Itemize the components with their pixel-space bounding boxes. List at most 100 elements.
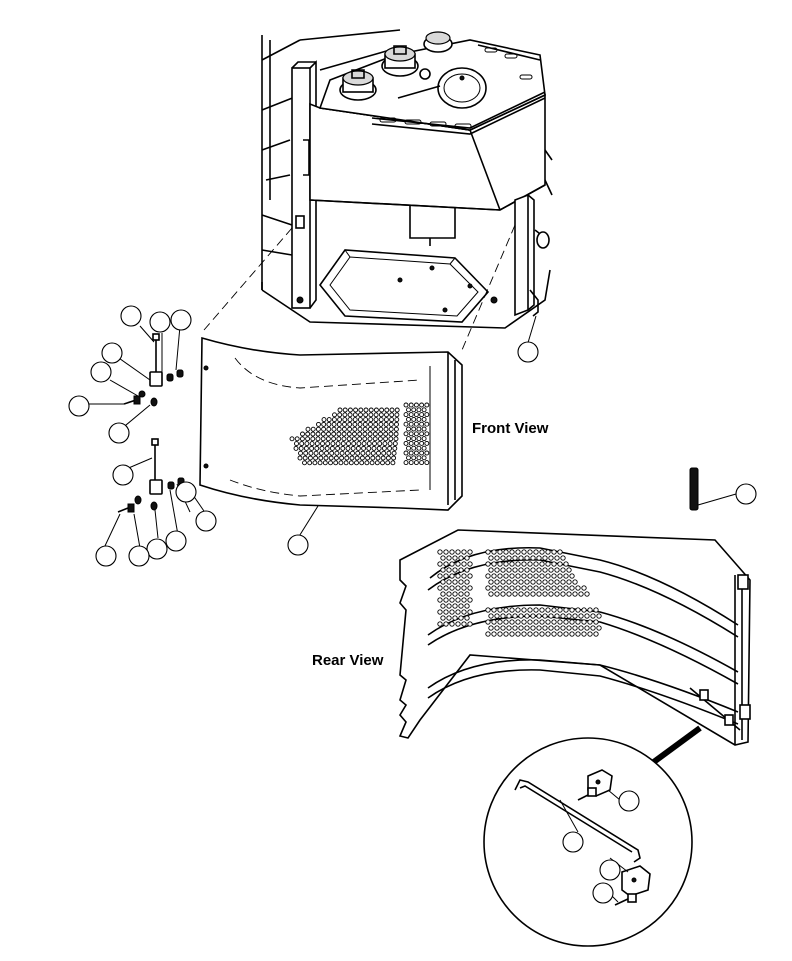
- perforation-hole: [320, 436, 326, 442]
- perforation-hole: [509, 585, 515, 591]
- perforation-hole: [339, 455, 345, 461]
- perforation-hole: [424, 402, 430, 408]
- perforation-hole: [506, 579, 512, 585]
- perforation-hole: [289, 436, 295, 442]
- perforation-hole: [530, 625, 536, 631]
- perforation-hole: [464, 579, 470, 585]
- perforation-hole: [363, 407, 369, 413]
- perforation-hole: [416, 416, 422, 422]
- perforation-hole: [330, 441, 336, 447]
- perforation-hole: [503, 607, 509, 613]
- perforation-hole: [542, 555, 548, 561]
- perforation-hole: [506, 613, 512, 619]
- perforation-hole: [542, 613, 548, 619]
- perforation-hole: [313, 455, 319, 461]
- perforation-hole: [566, 591, 572, 597]
- perforation-hole: [515, 585, 521, 591]
- perforation-hole: [548, 613, 554, 619]
- perforation-hole: [305, 431, 311, 437]
- perforation-hole: [530, 579, 536, 585]
- perforation-hole: [458, 615, 464, 621]
- perforation-hole: [325, 441, 331, 447]
- perforation-hole: [527, 631, 533, 637]
- perforation-hole: [485, 549, 491, 555]
- perforation-hole: [518, 625, 524, 631]
- perforation-hole: [515, 561, 521, 567]
- perforation-hole: [533, 549, 539, 555]
- perforation-hole: [411, 426, 417, 432]
- perforation-hole: [440, 567, 446, 573]
- perforation-hole: [455, 561, 461, 567]
- perforation-hole: [392, 441, 398, 447]
- perforation-hole: [524, 579, 530, 585]
- perforation-hole: [539, 607, 545, 613]
- perforation-hole: [337, 407, 343, 413]
- perforation-hole: [403, 421, 409, 427]
- perforation-hole: [391, 450, 397, 456]
- perforation-hole: [331, 426, 337, 432]
- perforation-hole: [443, 561, 449, 567]
- valve-knob-right: [423, 31, 453, 53]
- perforation-hole: [373, 426, 379, 432]
- perforation-hole: [315, 436, 321, 442]
- perforation-hole: [494, 567, 500, 573]
- perforation-hole: [575, 607, 581, 613]
- perforation-hole: [351, 436, 357, 442]
- perforation-hole: [554, 567, 560, 573]
- perforation-hole: [437, 561, 443, 567]
- perforation-hole: [503, 549, 509, 555]
- perforation-hole: [581, 631, 587, 637]
- perforation-hole: [446, 567, 452, 573]
- perforation-hole: [341, 426, 347, 432]
- perforation-hole: [455, 573, 461, 579]
- perforation-hole: [530, 567, 536, 573]
- perforation-hole: [521, 607, 527, 613]
- perforation-hole: [548, 579, 554, 585]
- perforation-hole: [383, 436, 389, 442]
- perforation-hole: [512, 567, 518, 573]
- perforation-hole: [452, 567, 458, 573]
- perforation-hole: [488, 567, 494, 573]
- perforation-hole: [421, 445, 427, 451]
- perforation-hole: [325, 436, 331, 442]
- perforation-hole: [452, 579, 458, 585]
- pin-part: [689, 467, 757, 511]
- rear-perforation-pattern: [437, 549, 602, 637]
- perforation-hole: [455, 597, 461, 603]
- perforation-hole: [333, 455, 339, 461]
- perforation-hole: [357, 431, 363, 437]
- perforation-hole: [384, 412, 389, 418]
- perforation-hole: [310, 426, 316, 432]
- perforation-hole: [521, 549, 527, 555]
- perforation-hole: [347, 426, 353, 432]
- perforation-hole: [557, 549, 563, 555]
- perforation-hole: [387, 441, 393, 447]
- perforation-hole: [361, 441, 367, 447]
- perforation-hole: [458, 591, 464, 597]
- perforation-hole: [309, 445, 315, 451]
- perforation-hole: [321, 421, 327, 427]
- perforation-hole: [467, 561, 473, 567]
- perforation-hole: [452, 555, 458, 561]
- perforation-hole: [500, 613, 506, 619]
- perforation-hole: [566, 625, 572, 631]
- perforation-hole: [569, 631, 575, 637]
- perforation-hole: [372, 436, 378, 442]
- perforation-hole: [318, 455, 324, 461]
- perforation-hole: [536, 591, 542, 597]
- perforation-hole: [443, 585, 449, 591]
- perforation-hole: [455, 609, 461, 615]
- perforation-hole: [518, 579, 524, 585]
- perforation-hole: [413, 421, 419, 427]
- perforation-hole: [408, 412, 414, 418]
- perforation-hole: [352, 412, 358, 418]
- perforation-hole: [322, 460, 328, 466]
- perforation-hole: [446, 579, 452, 585]
- perforation-hole: [455, 585, 461, 591]
- perforation-hole: [416, 455, 422, 461]
- perforation-hole: [518, 613, 524, 619]
- perforation-hole: [593, 619, 599, 625]
- perforation-hole: [419, 421, 425, 427]
- perforation-hole: [378, 431, 383, 437]
- perforation-hole: [455, 549, 461, 555]
